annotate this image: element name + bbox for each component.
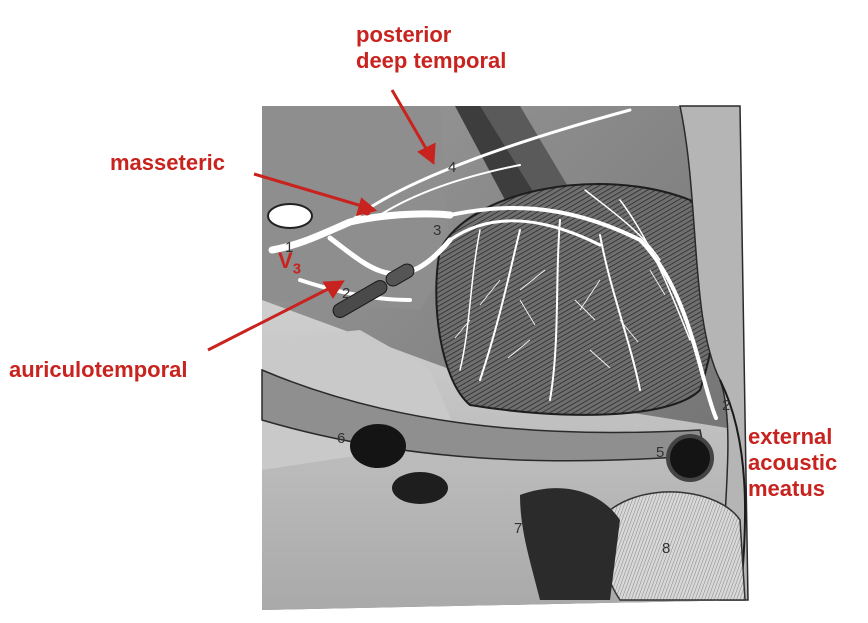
label-v3-sub: 3 <box>292 260 302 278</box>
foramina <box>350 424 714 525</box>
callout-3: 3 <box>433 222 441 239</box>
fine-nerve-twigs <box>454 269 666 369</box>
callout-7: 7 <box>514 520 522 537</box>
label-auriculotemporal: auriculotemporal <box>9 357 188 382</box>
label-eam-line3: meatus <box>748 476 826 501</box>
label-posterior-line1: posterior <box>356 22 452 47</box>
upper-opening <box>267 203 313 229</box>
callout-4: 4 <box>448 159 456 176</box>
leader-arrows <box>207 89 436 352</box>
callout-2: 2 <box>342 285 350 302</box>
label-v3: V3 <box>278 248 301 282</box>
label-eam-line2: acoustic <box>748 450 838 475</box>
pterygoid-muscle <box>435 183 719 416</box>
nerve-branches <box>268 108 718 420</box>
callout-5: 5 <box>656 444 664 461</box>
label-eam-line1: external <box>748 424 833 449</box>
callout-6: 6 <box>337 430 345 447</box>
label-masseteric: masseteric <box>110 150 225 175</box>
label-external-acoustic-meatus: external acoustic meatus <box>748 424 837 502</box>
callout-2b: 2 <box>722 397 730 414</box>
label-v3-main: V <box>278 248 293 273</box>
label-posterior-deep-temporal: posterior deep temporal <box>356 22 506 74</box>
vessel-tube <box>332 263 415 318</box>
label-posterior-line2: deep temporal <box>356 48 507 73</box>
lower-lobe <box>520 488 746 601</box>
callout-8: 8 <box>662 540 670 557</box>
callout-1: 1 <box>285 239 293 256</box>
number-callouts: 1 2 3 4 5 6 7 8 2 <box>285 159 730 557</box>
